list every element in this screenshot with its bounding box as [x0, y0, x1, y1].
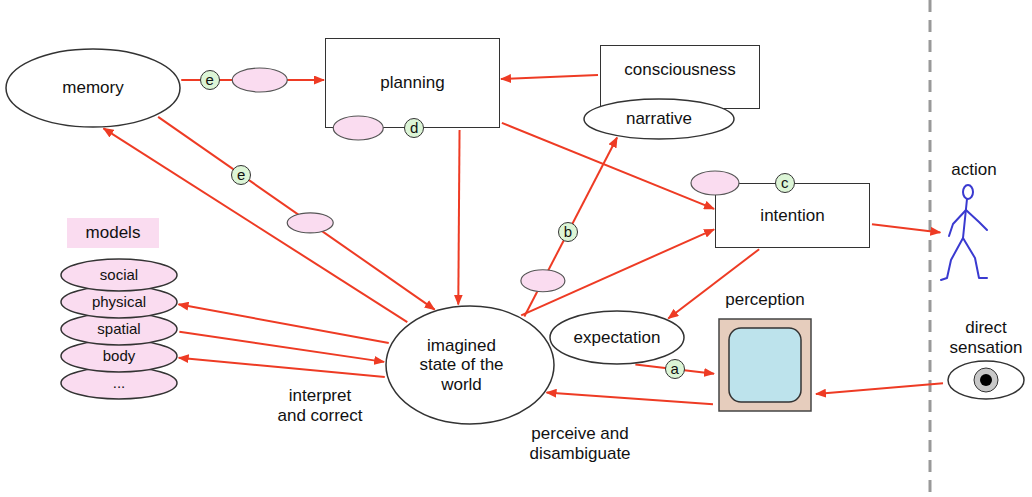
eye-sensor: direct sensation [945, 318, 1027, 400]
text-block: body [103, 347, 136, 364]
text-block: social [100, 266, 138, 283]
text-block: perception [725, 290, 804, 310]
arrow-connector [179, 358, 385, 377]
node-label: action [951, 160, 996, 180]
screen-picture [715, 317, 815, 414]
model-disk: social [60, 258, 178, 292]
perception-screen: perception [715, 290, 815, 415]
text-block: physical [92, 293, 146, 310]
text-block: action [951, 160, 996, 180]
arrow-connector [458, 130, 459, 305]
arrow-connector [872, 224, 940, 232]
text-block: spatial [97, 320, 140, 337]
text-block: narrative [626, 109, 692, 129]
callout-circle: e [231, 165, 251, 185]
node-label: expectation [574, 328, 661, 348]
node-label: ... [113, 374, 126, 391]
tag-ellipse [333, 116, 383, 140]
node-label: imagined state of the world [409, 336, 514, 395]
callout-circle: b [558, 222, 578, 242]
note-text: interpret and correct [277, 386, 362, 425]
arrow-connector [158, 117, 435, 310]
narrative-ellipse: narrative [583, 98, 735, 140]
node-label: perception [725, 290, 804, 310]
callout-letter: c [776, 174, 794, 191]
text-block: intention [760, 206, 824, 226]
callout-circle: e [200, 70, 220, 90]
process-box: narrativeconsciousness [600, 45, 760, 109]
node-label: social [100, 266, 138, 283]
tag-ellipse [521, 270, 565, 292]
node-label: physical [92, 293, 146, 310]
text-block: direct sensation [945, 318, 1027, 357]
arrow-connector [179, 332, 384, 362]
callout-letter: e [232, 166, 250, 183]
node-label: planning [380, 73, 444, 93]
tag-ellipse [691, 171, 739, 195]
note-label: interpret and correct [274, 386, 366, 425]
text-block: consciousness [624, 60, 736, 80]
callout-circle: a [665, 359, 685, 379]
memory-ellipse: memory [5, 48, 181, 128]
arrow-connector [547, 393, 713, 405]
text-block: expectation [574, 328, 661, 348]
callout-letter: d [405, 119, 423, 136]
arrow-connector [521, 229, 714, 315]
expectation-ellipse: expectation [549, 310, 685, 365]
arrow-connector [524, 137, 617, 316]
tag-ellipse [232, 68, 287, 92]
process-box: intention [715, 183, 870, 248]
process-box: planning [325, 38, 500, 128]
text-block: ... [113, 374, 126, 391]
node-label: memory [62, 78, 123, 98]
callout-circle: c [775, 173, 795, 193]
callout-circle: d [404, 118, 424, 138]
arrow-connector [816, 383, 943, 394]
node-label: models [86, 223, 141, 243]
note-label: perceive and disambiguate [525, 424, 635, 463]
world-ellipse: expectationimagined state of the world [385, 305, 555, 425]
callout-letter: b [559, 223, 577, 240]
text-block: planning [380, 73, 444, 93]
text-block: imagined state of the world [409, 336, 514, 395]
node-label: spatial [97, 320, 140, 337]
eye-picture [945, 358, 1027, 402]
node-label: consciousness [624, 60, 736, 80]
text-block: memory [62, 78, 123, 98]
callout-letter: a [666, 360, 684, 377]
boundary-line [929, 0, 932, 497]
text-block: models [86, 223, 141, 243]
callout-letter: e [201, 71, 219, 88]
arrow-connector [501, 75, 598, 79]
models-heading: models [67, 218, 159, 248]
node-label: intention [760, 206, 824, 226]
note-text: perceive and disambiguate [529, 424, 630, 463]
node-label: body [103, 347, 136, 364]
node-label: direct sensation [945, 318, 1027, 357]
node-label: narrative [626, 109, 692, 129]
tag-ellipse [287, 213, 333, 233]
action-figure: action [941, 160, 1006, 285]
